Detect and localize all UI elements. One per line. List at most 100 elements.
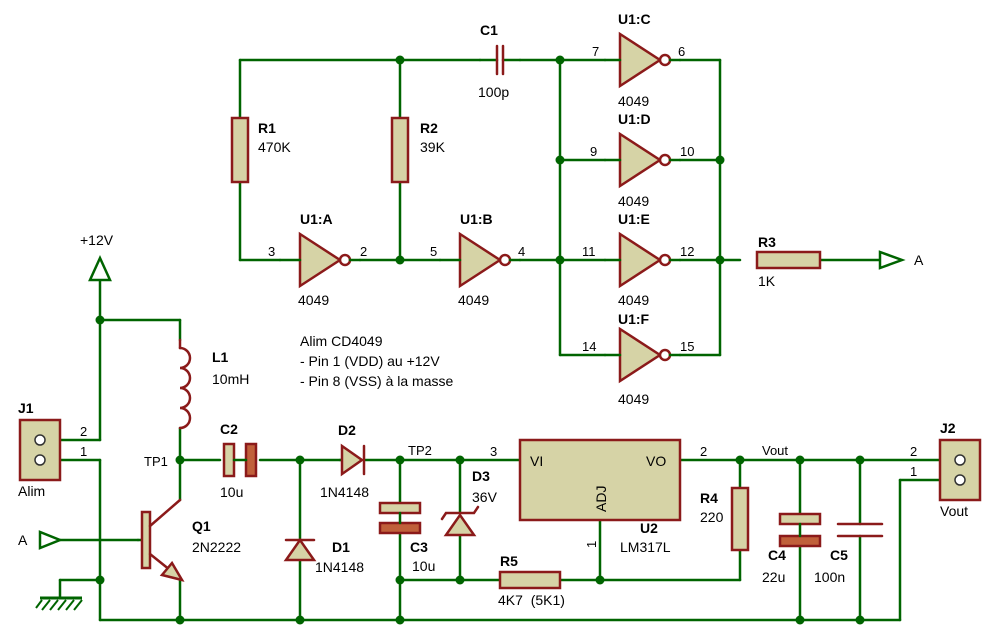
- c2-value: 10u: [220, 484, 243, 500]
- d1-ref: D1: [332, 539, 350, 555]
- port-a-output-label: A: [914, 252, 924, 268]
- note-line-1: Alim CD4049: [300, 333, 383, 349]
- c4-value: 22u: [762, 569, 785, 585]
- diode-d1: D1 1N4148: [283, 537, 364, 575]
- inverter-u1e: U1:E 4049 11 12: [582, 211, 694, 308]
- d3-ref: D3: [472, 468, 490, 484]
- inverter-u1c: U1:C 4049 7 6: [592, 11, 685, 109]
- resistor-r1: R1 470K: [230, 116, 291, 184]
- r4-value: 220: [700, 509, 724, 525]
- u1c-ref: U1:C: [618, 11, 651, 27]
- u1e-pin-out: 12: [680, 244, 694, 259]
- r3-ref: R3: [758, 234, 776, 250]
- u1e-ref: U1:E: [618, 211, 650, 227]
- c2-ref: C2: [220, 421, 238, 437]
- r1-value: 470K: [258, 139, 291, 155]
- u1e-pin-in: 11: [582, 244, 596, 259]
- d2-ref: D2: [338, 422, 356, 438]
- u2-ref: U2: [640, 520, 658, 536]
- supply-12v-symbol: +12V: [80, 232, 114, 282]
- u1d-pin-out: 10: [680, 144, 694, 159]
- port-a-input: A: [18, 530, 64, 550]
- q1-value: 2N2222: [192, 539, 241, 555]
- inverter-u1a: U1:A 4049 3 2: [268, 211, 367, 308]
- ground-symbol: [35, 596, 83, 611]
- power-note: Alim CD4049 - Pin 1 (VDD) au +12V - Pin …: [300, 333, 453, 389]
- net-labels: TP1 TP2 Vout: [144, 443, 788, 469]
- inverter-u1b: U1:B 4049 5 4: [430, 211, 525, 308]
- capacitor-c2: C2 10u: [220, 421, 258, 500]
- connector-j2: J2 Vout 2 1: [910, 420, 982, 519]
- l1-value: 10mH: [212, 371, 249, 387]
- net-label-tp1: TP1: [144, 454, 168, 469]
- diode-d2: D2 1N4148: [320, 422, 369, 500]
- resistor-r5: R5 4K7 (5K1): [498, 553, 565, 608]
- net-label-tp2: TP2: [408, 443, 432, 458]
- transistor-q1: Q1 2N2222: [136, 498, 241, 582]
- note-line-2: - Pin 1 (VDD) au +12V: [300, 353, 440, 369]
- capacitor-c5: C5 100n: [814, 522, 884, 585]
- port-a-output: A: [878, 250, 924, 270]
- resistor-r2: R2 39K: [390, 116, 446, 184]
- u1a-ref: U1:A: [300, 211, 333, 227]
- u1a-pin-out: 2: [360, 244, 367, 259]
- c1-value: 100p: [478, 84, 509, 100]
- j2-pin1: 1: [910, 464, 917, 479]
- u1a-pin-in: 3: [268, 244, 275, 259]
- inductor-l1: L1 10mH: [178, 338, 249, 430]
- junction-dots: [95, 55, 865, 625]
- r5-value: 4K7 (5K1): [498, 592, 565, 608]
- c5-value: 100n: [814, 569, 845, 585]
- r2-ref: R2: [420, 120, 438, 136]
- r2-value: 39K: [420, 139, 446, 155]
- q1-ref: Q1: [192, 518, 211, 534]
- r1-ref: R1: [258, 120, 276, 136]
- u1d-value: 4049: [618, 193, 649, 209]
- u2-adj-label: ADJ: [593, 486, 609, 512]
- capacitor-c3: C3 10u: [378, 501, 435, 574]
- u2-pin-in: 3: [490, 444, 497, 459]
- u1b-value: 4049: [458, 292, 489, 308]
- r4-ref: R4: [700, 490, 718, 506]
- c3-ref: C3: [410, 539, 428, 555]
- u2-vi-label: VI: [530, 453, 543, 469]
- j2-pin2: 2: [910, 444, 917, 459]
- u1b-pin-in: 5: [430, 244, 437, 259]
- u2-vo-label: VO: [646, 453, 666, 469]
- j1-ref: J1: [18, 400, 34, 416]
- note-line-3: - Pin 8 (VSS) à la masse: [300, 373, 453, 389]
- u1c-pin-out: 6: [678, 44, 685, 59]
- zener-d3: D3 36V: [440, 468, 498, 537]
- supply-label: +12V: [80, 232, 114, 248]
- j2-ref: J2: [940, 420, 956, 436]
- regulator-u2: VI VO ADJ 1 3 2 U2 LM317L: [490, 438, 707, 555]
- u1d-pin-in: 9: [590, 144, 597, 159]
- u1b-pin-out: 4: [518, 244, 525, 259]
- r3-value: 1K: [758, 273, 776, 289]
- capacitor-c4: C4 22u: [762, 512, 822, 585]
- u1d-ref: U1:D: [618, 111, 651, 127]
- u2-value: LM317L: [620, 539, 671, 555]
- j1-pin1: 1: [80, 444, 87, 459]
- r5-ref: R5: [500, 553, 518, 569]
- u1c-pin-in: 7: [592, 44, 599, 59]
- d2-value: 1N4148: [320, 484, 369, 500]
- l1-ref: L1: [212, 349, 229, 365]
- connector-j1: J1 Alim 2 1: [18, 400, 87, 499]
- u1f-pin-in: 14: [582, 339, 596, 354]
- u1c-value: 4049: [618, 93, 649, 109]
- inverter-u1f: U1:F 4049 14 15: [582, 311, 694, 407]
- u2-pin-adj: 1: [584, 541, 599, 548]
- c5-ref: C5: [830, 547, 848, 563]
- d3-value: 36V: [472, 489, 498, 505]
- u2-pin-out: 2: [700, 444, 707, 459]
- resistor-r4: R4 220: [700, 486, 750, 552]
- inverter-u1d: U1:D 4049 9 10: [590, 111, 694, 209]
- j1-pin2: 2: [80, 424, 87, 439]
- j2-value: Vout: [940, 503, 968, 519]
- u1f-pin-out: 15: [680, 339, 694, 354]
- u1f-ref: U1:F: [618, 311, 650, 327]
- c3-value: 10u: [412, 558, 435, 574]
